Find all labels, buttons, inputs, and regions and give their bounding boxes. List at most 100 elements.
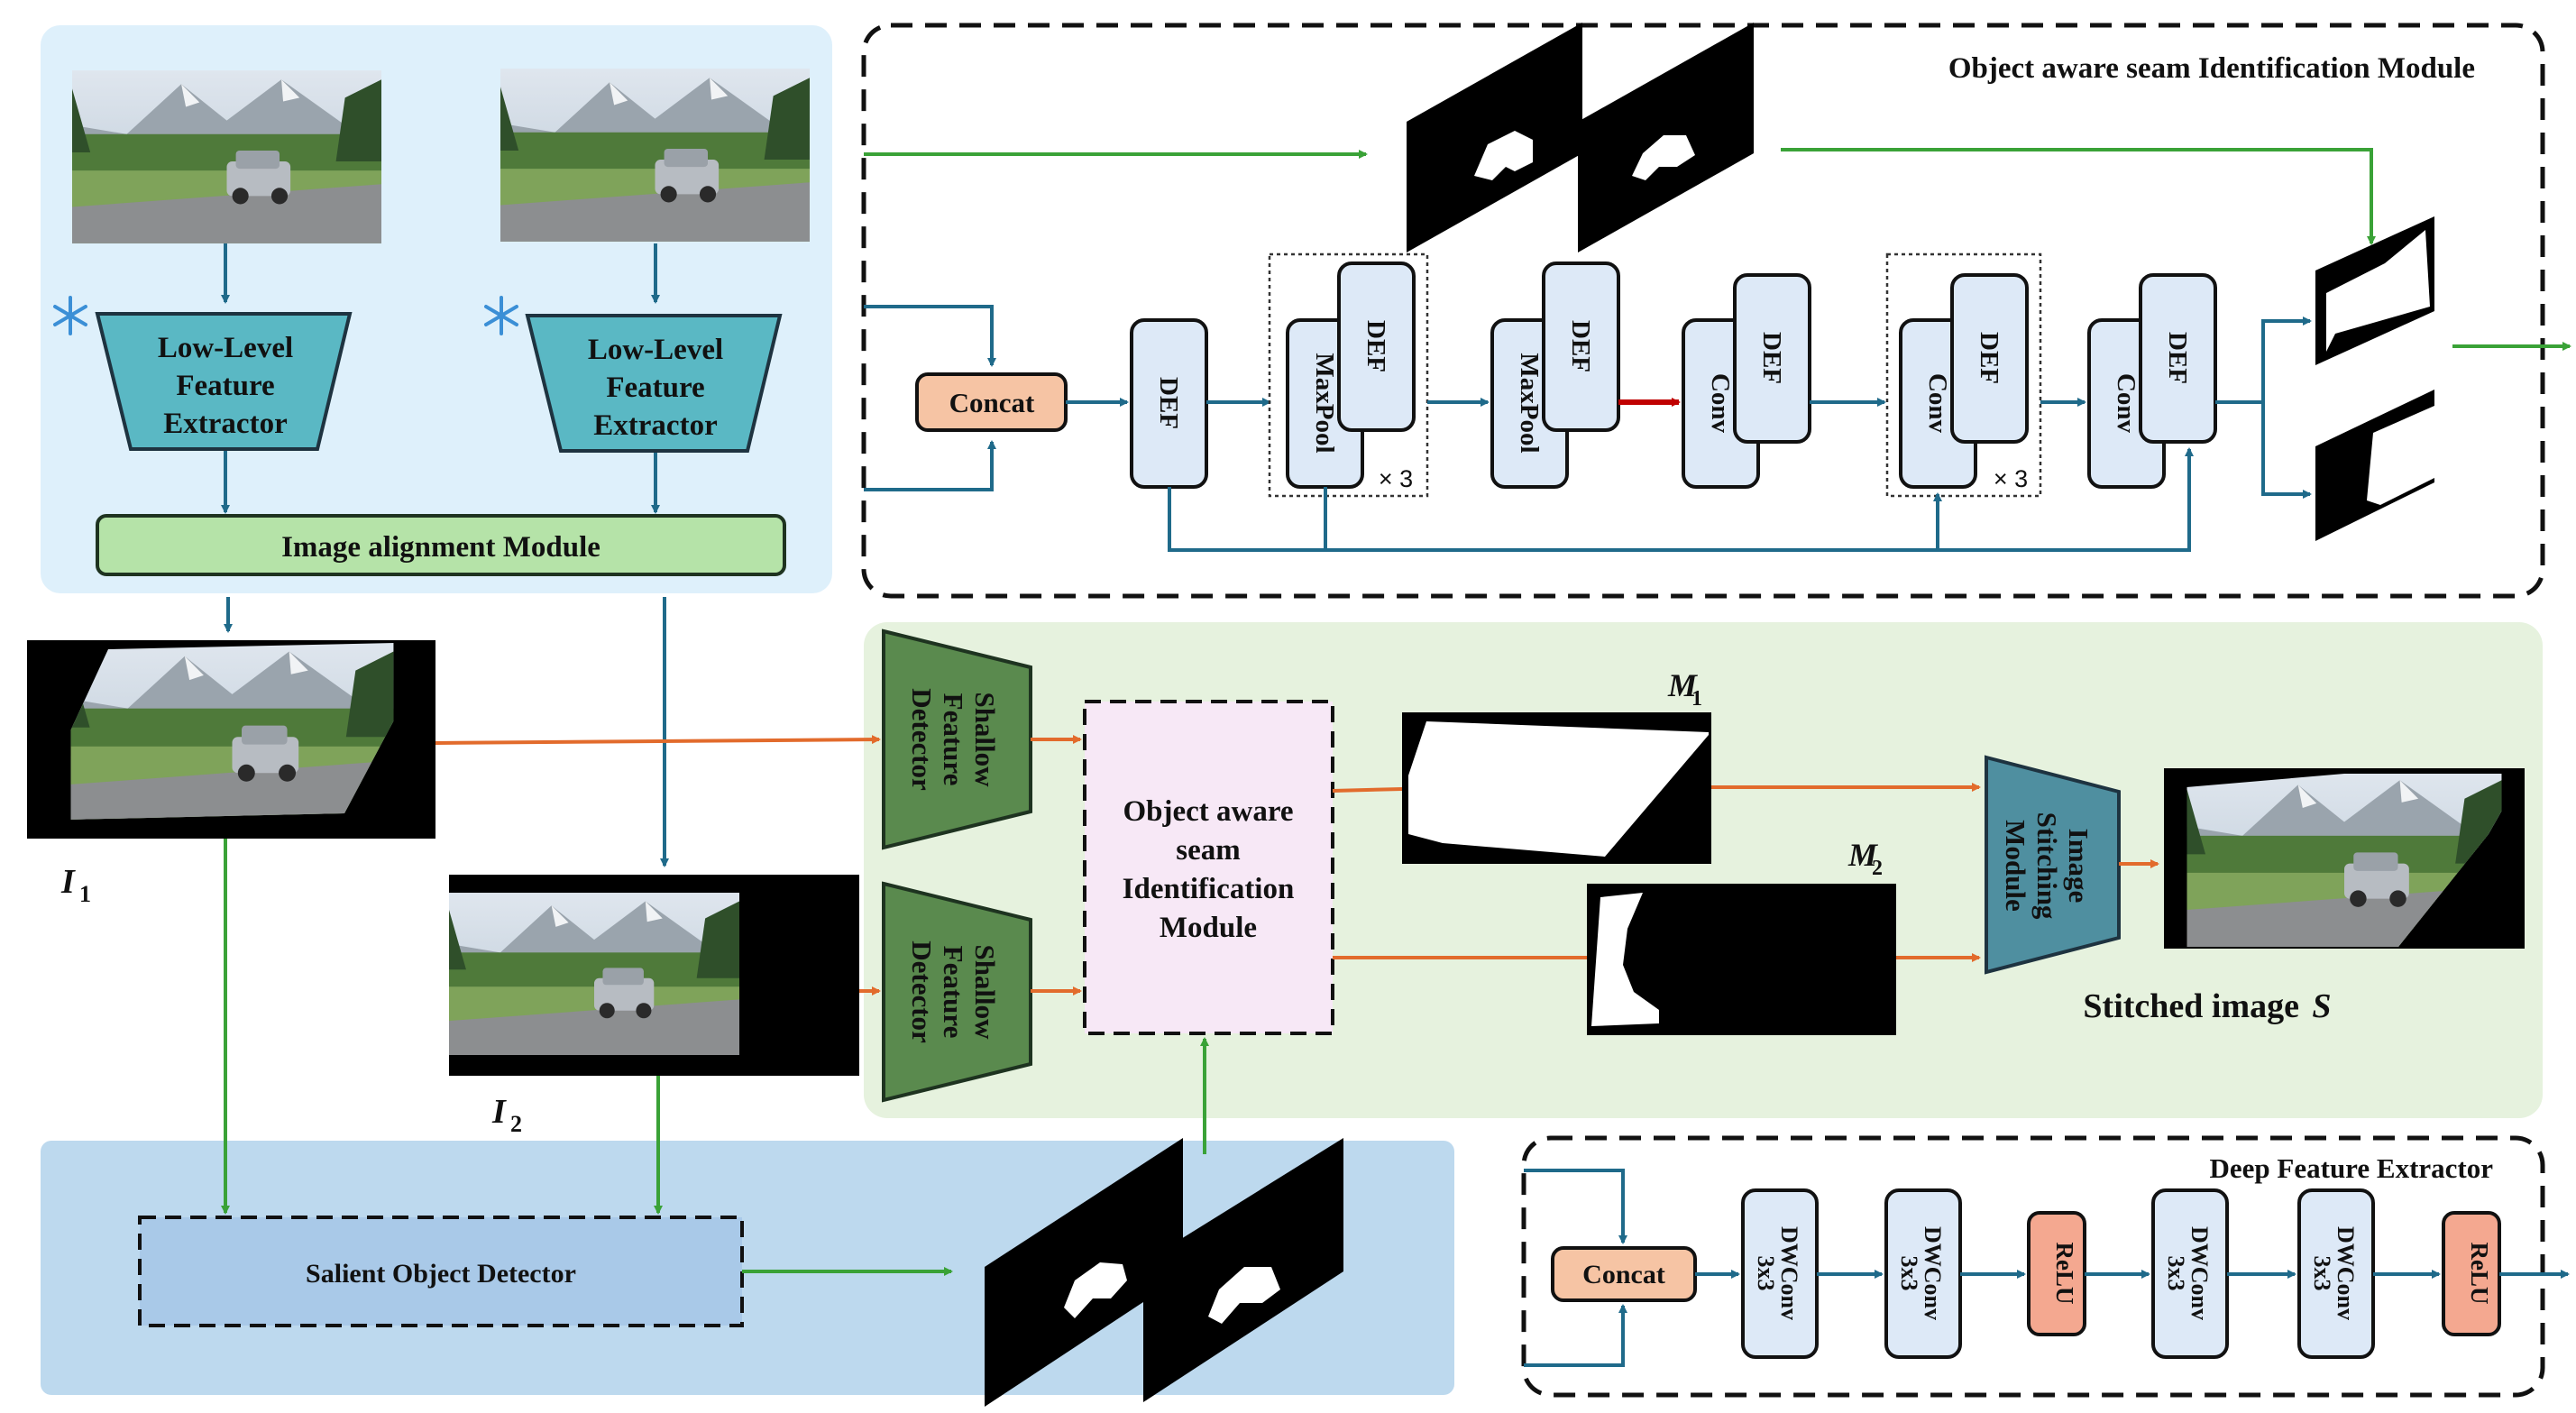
mask-m2 (1587, 884, 1896, 1035)
conv-2-label: Conv (1923, 373, 1952, 434)
low-level-feature-extractor-2: Low-Level Feature Extractor (525, 314, 783, 453)
i2-subscript: 2 (510, 1111, 522, 1137)
snowflake-icon (484, 296, 518, 335)
i1-label: I (60, 863, 76, 901)
seam-concat-block: Concat (915, 372, 1068, 432)
m2-label: M (1847, 837, 1879, 873)
dwconv-3-line-1: DWConv (2186, 1226, 2213, 1320)
extractor-2-line-1: Low-Level (588, 334, 723, 366)
extractor-2-line-2: Feature (606, 372, 704, 404)
salient-object-detector: Salient Object Detector (138, 1216, 744, 1327)
seam-saliency-mask-1 (1407, 23, 1582, 252)
stitching-line-3: Module (2000, 820, 2031, 912)
dwconv-2-line-2: 3x3 (1896, 1256, 1922, 1291)
dwconv-2-line-1: DWConv (1920, 1226, 1946, 1320)
shallow-2-line-2: Feature (938, 946, 969, 1039)
deep-panel-title: Deep Feature Extractor (2210, 1152, 2494, 1184)
dwconv-block-4: DWConv 3x3 (2297, 1188, 2375, 1359)
extractor-1-line-1: Low-Level (158, 332, 293, 364)
seam-output-mask-1 (2315, 216, 2434, 365)
extractor-2-line-3: Extractor (593, 409, 717, 442)
mask-m1 (1402, 712, 1711, 864)
stitched-symbol: S (2312, 987, 2331, 1025)
def-block-4 (1733, 273, 1811, 444)
seam-box-line-2: seam (1176, 834, 1240, 867)
seam-box-line-1: Object aware (1123, 795, 1293, 828)
seam-identification-module: Object aware seam Identification Module (1083, 700, 1334, 1035)
m1-label: M (1667, 667, 1699, 703)
stitched-label: Stitched image (2083, 987, 2299, 1025)
m2-subscript: 2 (1872, 857, 1883, 880)
extractor-1-line-3: Extractor (163, 408, 287, 440)
dwconv-block-3: DWConv 3x3 (2151, 1188, 2229, 1359)
extractor-1-line-2: Feature (176, 370, 274, 402)
salient-mask-1 (985, 1138, 1183, 1407)
def-4-label: DEF (1757, 332, 1786, 384)
seam-panel-title: Object aware seam Identification Module (1948, 52, 2475, 85)
shallow-feature-detector-2: Shallow Feature Detector (882, 881, 1032, 1103)
def-block-3 (1542, 261, 1620, 432)
warped-image-1 (27, 640, 435, 839)
conv-def-pair-1: Conv DEF (1682, 273, 1811, 489)
m1-subscript: 1 (1691, 687, 1702, 711)
deep-feature-extractor-panel: Deep Feature Extractor Concat DWConv 3x3… (1521, 1135, 2570, 1398)
conv-3-label: Conv (2112, 373, 2141, 434)
salient-label: Salient Object Detector (306, 1259, 576, 1289)
seam-box-line-4: Module (1160, 912, 1257, 944)
deep-concat-label: Concat (1582, 1260, 1665, 1289)
def-6-label: DEF (2163, 332, 2192, 384)
i2-label: I (491, 1093, 507, 1131)
relu-block-1: ReLU (2027, 1211, 2086, 1336)
repeat-group-2: Conv DEF × 3 (1885, 252, 2042, 498)
stitched-image (2164, 768, 2525, 949)
def-block-2 (1337, 261, 1416, 432)
def-block-6 (2139, 273, 2217, 444)
shallow-2-line-3: Detector (906, 940, 938, 1043)
salient-mask-2 (1143, 1138, 1343, 1402)
image-alignment-module: Image alignment Module (96, 514, 786, 576)
maxpool-2-label: MaxPool (1515, 353, 1544, 453)
maxpool-1-label: MaxPool (1310, 353, 1339, 453)
repeat-1-label: × 3 (1379, 465, 1413, 492)
def-2-label: DEF (1361, 320, 1390, 372)
dwconv-1-line-2: 3x3 (1753, 1256, 1779, 1291)
dwconv-3-line-2: 3x3 (2163, 1256, 2189, 1291)
seam-module-detail-panel: Object aware seam Identification Module … (861, 23, 2571, 599)
alignment-label: Image alignment Module (281, 531, 600, 564)
maxpool-def-pair: MaxPool DEF (1490, 261, 1620, 489)
seam-output-mask-2 (2315, 390, 2434, 541)
relu-2-label: ReLU (2466, 1243, 2493, 1305)
def-5-label: DEF (1975, 332, 2003, 384)
dwconv-block-1: DWConv 3x3 (1741, 1188, 1819, 1359)
def-block-1: DEF (1130, 318, 1208, 489)
input-image-2 (500, 69, 810, 242)
def-1-label: DEF (1154, 377, 1183, 429)
low-level-feature-extractor-1: Low-Level Feature Extractor (95, 312, 353, 451)
conv-1-label: Conv (1706, 373, 1735, 434)
stitching-line-2: Stitching (2031, 812, 2063, 920)
dwconv-4-line-1: DWConv (2333, 1226, 2359, 1320)
dwconv-4-line-2: 3x3 (2309, 1256, 2335, 1291)
relu-block-2: ReLU (2442, 1211, 2501, 1336)
warped-image-2 (449, 875, 859, 1076)
stitching-line-1: Image (2063, 829, 2095, 904)
seam-box-line-3: Identification (1123, 873, 1295, 905)
dwconv-block-2: DWConv 3x3 (1884, 1188, 1962, 1359)
snowflake-icon (53, 296, 87, 335)
seam-saliency-mask-2 (1578, 23, 1754, 252)
dwconv-1-line-1: DWConv (1776, 1226, 1802, 1320)
seam-concat-label: Concat (949, 387, 1035, 418)
repeat-group-1: MaxPool DEF × 3 (1268, 252, 1429, 498)
shallow-1-line-2: Feature (938, 693, 969, 786)
input-image-1 (72, 70, 381, 243)
deep-concat-block: Concat (1551, 1246, 1697, 1302)
conv-def-pair-2: Conv DEF (2087, 273, 2217, 489)
relu-1-label: ReLU (2051, 1243, 2078, 1305)
shallow-feature-detector-1: Shallow Feature Detector (882, 629, 1032, 850)
image-stitching-module: Image Stitching Module (1985, 755, 2121, 975)
shallow-1-line-3: Detector (906, 688, 938, 791)
alignment-panel: Low-Level Feature Extractor Low-Level Fe… (41, 25, 832, 593)
shallow-1-line-1: Shallow (969, 692, 1001, 787)
repeat-2-label: × 3 (1994, 465, 2028, 492)
